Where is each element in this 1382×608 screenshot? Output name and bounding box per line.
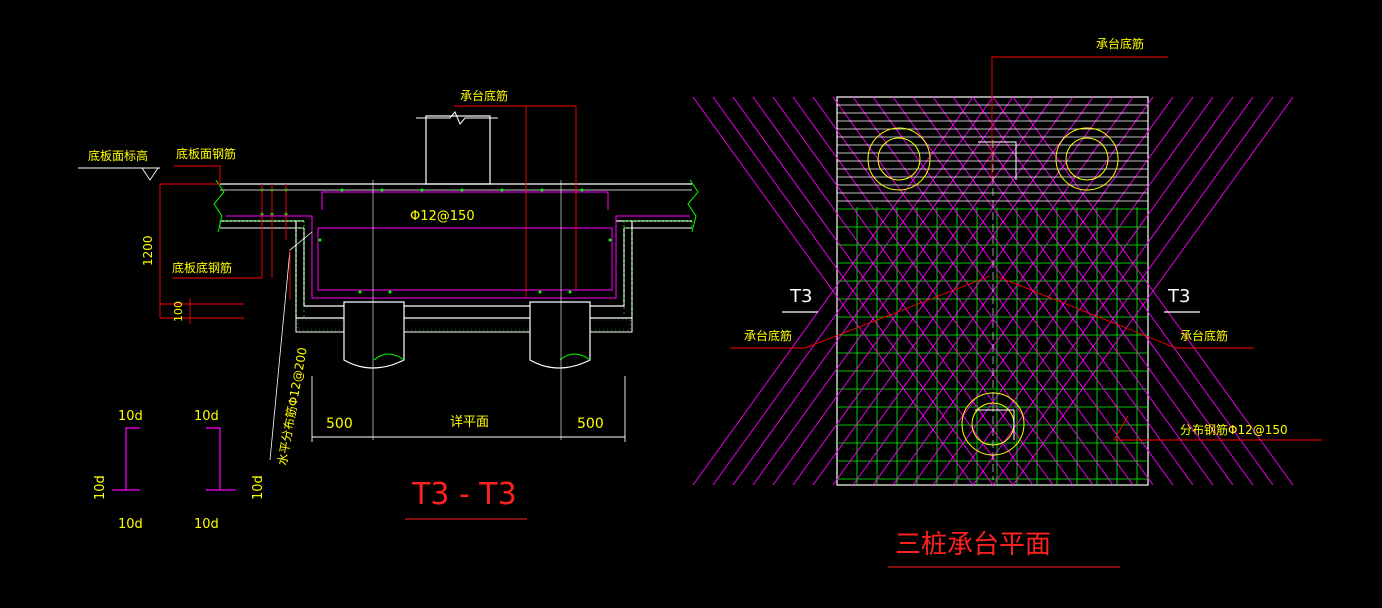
slab-hatch-right <box>623 220 693 229</box>
plan-pile-left <box>867 127 931 191</box>
label-rebar-spacing: Φ12@150 <box>410 209 475 224</box>
dim-left-text: 500 <box>326 416 353 432</box>
label-slab-top-rebar: 底板面钢筋 <box>176 146 236 161</box>
plan-view: 承台底筋 承台底筋 承台底筋 T3 T3 分布钢筋Φ12@150 三桩承台平面 <box>692 36 1322 568</box>
plan-pile-right <box>1055 127 1119 191</box>
plan-label-top: 承台底筋 <box>1096 36 1144 51</box>
plan-section-right: T3 <box>1167 286 1190 307</box>
hook-tr: 10d <box>194 409 219 424</box>
plan-label-left: 承台底筋 <box>744 328 792 343</box>
label-slab-elev: 底板面标高 <box>88 148 148 163</box>
plan-leader-left <box>730 275 991 349</box>
blinding-layer <box>295 317 633 333</box>
plan-column-mark <box>978 141 1017 180</box>
plan-label-right: 承台底筋 <box>1180 328 1228 343</box>
plan-label-distribution: 分布钢筋Φ12@150 <box>1180 422 1288 437</box>
column-break-line <box>416 111 498 125</box>
section-title: T3 - T3 <box>411 477 517 512</box>
hook-left: 10d <box>93 475 108 500</box>
pile-right <box>529 301 591 369</box>
dim-right-text: 500 <box>577 416 604 432</box>
plan-column-mark-bottom <box>975 409 1015 440</box>
hook-detail: 10d 10d 10d 10d 10d 10d <box>93 409 266 532</box>
hook-right: 10d <box>251 475 266 500</box>
cap-rebar-top <box>321 191 609 210</box>
cap-rebar-outer <box>226 215 690 299</box>
plan-leader-right <box>995 275 1254 349</box>
label-slab-bottom-rebar: 底板底钢筋 <box>172 260 232 275</box>
leader-slab-top <box>174 165 221 184</box>
hook-br: 10d <box>194 517 219 532</box>
label-top-rebar: 承台底筋 <box>460 88 508 103</box>
dim-small-text: 100 <box>172 301 185 322</box>
elev-marker <box>141 167 159 181</box>
hook-bl: 10d <box>118 517 143 532</box>
break-left <box>213 179 225 233</box>
cap-bottom-rebar-white <box>837 104 1148 202</box>
plan-leader-top <box>991 56 1168 180</box>
dim-mid-text: 详平面 <box>450 415 489 430</box>
pile-left <box>343 301 405 369</box>
column <box>425 115 491 185</box>
break-right <box>687 179 699 233</box>
plan-leader-dist <box>1113 415 1322 441</box>
leader-top-rebar <box>454 105 577 290</box>
dim-height-text: 1200 <box>141 235 155 266</box>
cap-rebar-bottom <box>317 228 613 291</box>
rebar-dots <box>260 188 612 294</box>
plan-title: 三桩承台平面 <box>895 530 1051 560</box>
plan-section-left: T3 <box>789 286 812 307</box>
hook-tl: 10d <box>118 409 143 424</box>
blinding-hatch <box>297 319 631 331</box>
section-view: 承台底筋 底板面标高 底板面钢筋 底板底钢筋 Φ12@150 1200 100 … <box>78 88 699 520</box>
pit-hatch-right <box>623 227 633 319</box>
